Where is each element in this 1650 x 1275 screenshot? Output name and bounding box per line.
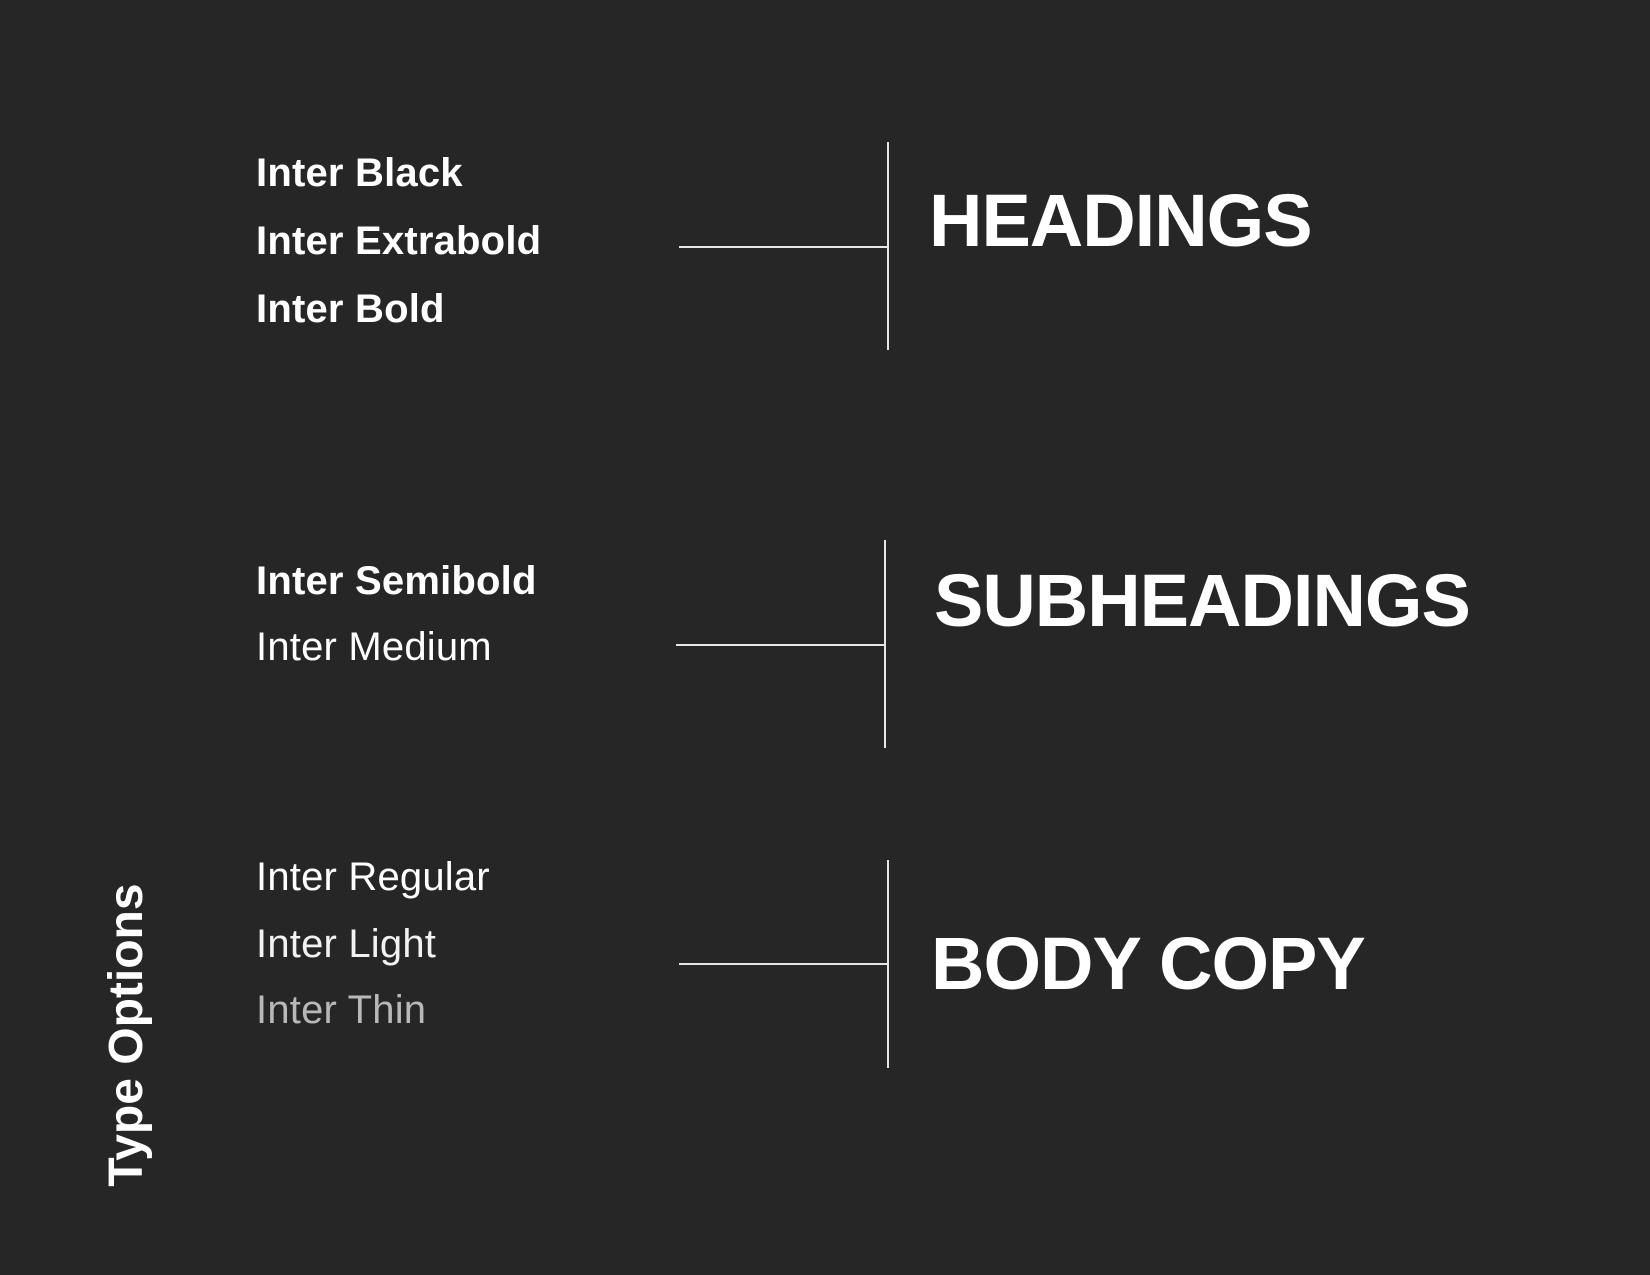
headings-connector-line <box>679 246 888 248</box>
page-title-vertical: Type Options <box>100 883 153 1187</box>
category-label-subheadings: SUBHEADINGS <box>934 559 1471 642</box>
font-sample-inter-extrabold: Inter Extrabold <box>256 219 542 263</box>
font-sample-inter-light: Inter Light <box>256 922 437 966</box>
subheadings-connector-line <box>676 644 885 646</box>
category-label-headings: HEADINGS <box>929 179 1313 262</box>
font-sample-inter-black: Inter Black <box>256 151 463 195</box>
font-sample-inter-thin: Inter Thin <box>256 988 427 1032</box>
body-copy-connector-line <box>679 963 888 965</box>
font-sample-inter-regular: Inter Regular <box>256 855 490 899</box>
subheadings-bracket-line <box>884 540 886 748</box>
body-copy-bracket-line <box>887 860 889 1068</box>
font-sample-inter-semibold: Inter Semibold <box>256 559 537 603</box>
font-sample-inter-bold: Inter Bold <box>256 287 445 331</box>
headings-bracket-line <box>887 142 889 350</box>
category-label-body-copy: BODY COPY <box>931 922 1366 1005</box>
font-sample-inter-medium: Inter Medium <box>256 625 492 669</box>
